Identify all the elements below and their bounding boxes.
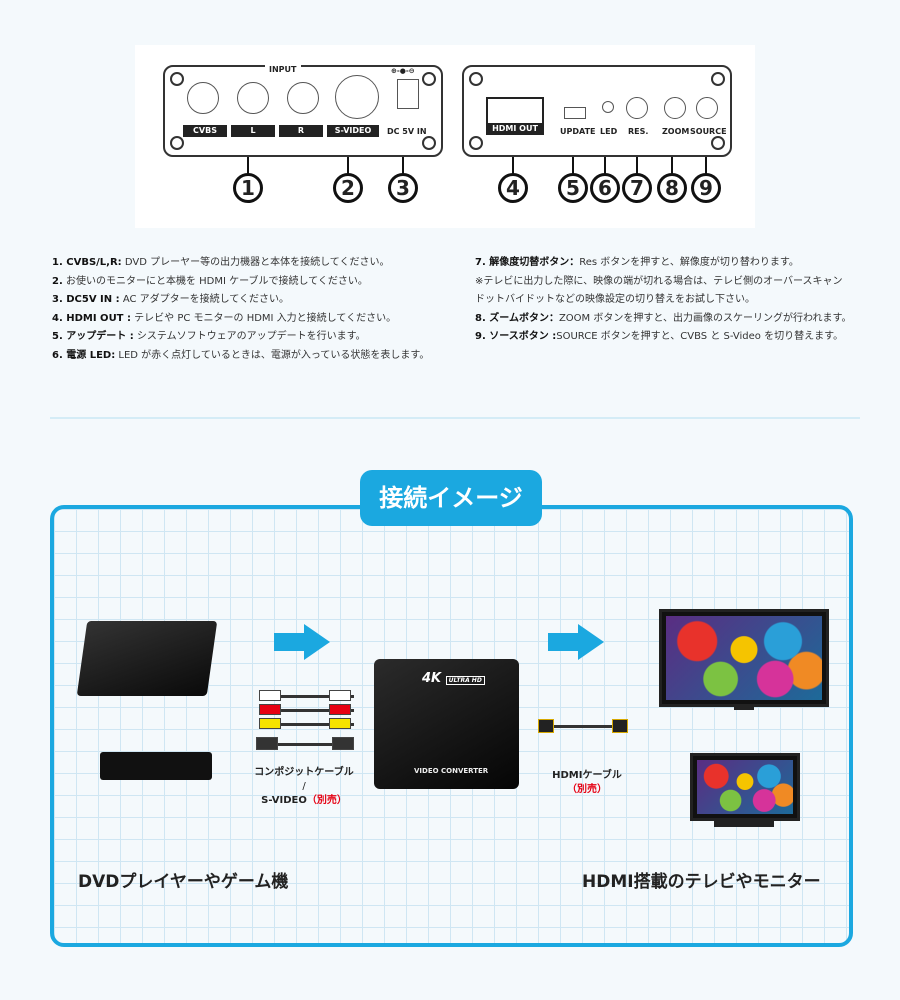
res-label: RES. <box>628 127 649 136</box>
hdmi-cable-caption: HDMIケーブル（別売） <box>552 770 622 795</box>
list-item: ドットバイドットなどの映像設定の切り替えをお試し下さい。 <box>475 294 755 305</box>
list-item: 5. アップデート : システムソフトウェアのアップデートを行います。 <box>52 331 366 342</box>
right-description-list: 7. 解像度切替ボタン：Res ボタンを押すと、解像度が切り替わります。 ※テレ… <box>475 254 851 347</box>
polarity-icon: ⊕-●-⊖ <box>391 67 415 75</box>
list-item: 9. ソースボタン :SOURCE ボタンを押すと、CVBS と S-Video… <box>475 331 844 342</box>
callout-2: 2 <box>333 173 363 203</box>
video-converter-device: 4K ULTRA HD VIDEO CONVERTER <box>374 659 519 789</box>
game-console-image <box>76 621 218 696</box>
led-label: LED <box>600 127 618 136</box>
source-devices-caption: DVDプレイヤーやゲーム機 <box>78 872 289 892</box>
list-item: 6. 電源 LED: LED が赤く点灯しているときは、電源が入っている状態を表… <box>52 349 430 361</box>
display-devices-caption: HDMI搭載のテレビやモニター <box>582 872 821 892</box>
callout-3: 3 <box>388 173 418 203</box>
list-item: 2. お使いのモニターにと本機を HDMI ケーブルで接続してください。 <box>52 275 368 287</box>
rear-panel-diagram: INPUT ⊕-●-⊖ CVBS L R S-VIDEO DC 5V IN HD… <box>135 45 755 228</box>
tv-image <box>659 609 829 707</box>
dvd-player-image <box>100 752 212 780</box>
monitor-image <box>690 753 800 821</box>
zoom-label: ZOOM <box>662 127 690 136</box>
svideo-label: S-VIDEO <box>327 125 379 137</box>
section-title: 接続イメージ <box>360 470 542 526</box>
hdmi-out-label: HDMI OUT <box>486 123 544 135</box>
callout-4: 4 <box>498 173 528 203</box>
list-item: ※テレビに出力した際に、映像の端が切れる場合は、テレビ側のオーバースキャン <box>475 275 843 287</box>
l-label: L <box>231 125 275 137</box>
device-name: VIDEO CONVERTER <box>414 767 489 775</box>
composite-cable-caption: コンポジットケーブル / S-VIDEO（別売） <box>254 767 354 806</box>
connection-image-panel: コンポジットケーブル / S-VIDEO（別売） 4K ULTRA HD VID… <box>50 505 853 947</box>
arrow-right-icon <box>548 633 578 651</box>
list-item: 3. DC5V IN : AC アダプターを接続してください。 <box>52 294 290 305</box>
update-label: UPDATE <box>560 127 596 136</box>
list-item: 1. CVBS/L,R: DVD プレーヤー等の出力機器と本体を接続してください… <box>52 257 390 268</box>
callout-9: 9 <box>691 173 721 203</box>
input-label: INPUT <box>265 65 301 74</box>
callout-8: 8 <box>657 173 687 203</box>
list-item: 4. HDMI OUT : テレビや PC モニターの HDMI 入力と接続して… <box>52 312 397 324</box>
dc-label: DC 5V IN <box>387 127 427 136</box>
input-panel: INPUT ⊕-●-⊖ CVBS L R S-VIDEO DC 5V IN <box>163 65 443 157</box>
left-description-list: 1. CVBS/L,R: DVD プレーヤー等の出力機器と本体を接続してください… <box>52 254 429 365</box>
callout-1: 1 <box>233 173 263 203</box>
section-divider <box>50 417 860 419</box>
output-panel: HDMI OUT UPDATE LED RES. ZOOM SOURCE <box>462 65 732 157</box>
r-label: R <box>279 125 323 137</box>
arrow-right-icon <box>274 633 304 651</box>
callout-7: 7 <box>622 173 652 203</box>
callout-5: 5 <box>558 173 588 203</box>
list-item: 8. ズームボタン：ZOOM ボタンを押すと、出力画像のスケーリングが行われます… <box>475 312 852 324</box>
cvbs-label: CVBS <box>183 125 227 137</box>
list-item: 7. 解像度切替ボタン：Res ボタンを押すと、解像度が切り替わります。 <box>475 257 799 268</box>
source-label: SOURCE <box>690 127 727 136</box>
callout-6: 6 <box>590 173 620 203</box>
